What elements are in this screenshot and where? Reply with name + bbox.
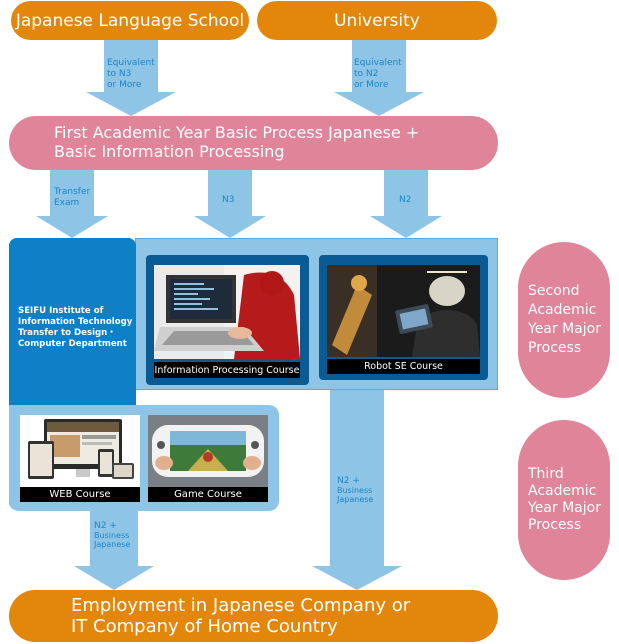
employment-box: Employment in Japanese Company or IT Com… <box>9 590 498 642</box>
arrow-label-line: Business <box>94 531 130 540</box>
university-box: University <box>257 1 497 40</box>
game-photo <box>148 415 268 487</box>
second-year-line: Process <box>528 340 582 356</box>
third-year-line: Third <box>528 466 564 482</box>
second-year-capsule: Second Academic Year Major Process <box>518 242 610 398</box>
arrow-label-line: Business <box>337 486 373 495</box>
third-year-line: Academic <box>528 483 597 499</box>
arrow-label-n2: N2 <box>399 195 412 205</box>
first-year-box: First Academic Year Basic Process Japane… <box>9 116 498 170</box>
third-year-line: Process <box>528 517 582 533</box>
second-year-line: Academic <box>528 302 597 318</box>
info-processing-card: Information Processing Course <box>146 255 309 385</box>
arrow-label-line: Exam <box>54 198 80 208</box>
transfer-text-line: Information Technology <box>18 317 133 327</box>
university-label: University <box>334 10 420 31</box>
employment-line1: Employment in Japanese Company or <box>71 595 411 616</box>
arrow-label-line: Japanese <box>337 495 374 504</box>
robot-se-card: Robot SE Course <box>319 255 488 380</box>
arrow-school-to-first-year <box>86 40 176 116</box>
web-course-label: WEB Course <box>20 487 140 502</box>
arrow-transfer-exam <box>36 170 108 238</box>
game-course-card: Game Course <box>148 415 268 502</box>
transfer-container-upper <box>9 238 136 405</box>
transfer-text-line: Transfer to Design・ <box>18 328 116 338</box>
arrow-label-n3-equivalent: Equivalent to N3 or More <box>107 58 155 91</box>
arrow-label-line: Equivalent <box>354 58 402 68</box>
arrow-label-line: to N3 <box>107 69 132 79</box>
arrow-label-bottom-right: N2 + Business Japanese <box>337 476 374 505</box>
language-school-label: Japanese Language School <box>15 10 245 31</box>
robot-se-label: Robot SE Course <box>327 359 480 374</box>
language-school-box: Japanese Language School <box>11 1 249 40</box>
first-year-line1: First Academic Year Basic Process Japane… <box>54 123 420 142</box>
arrow-label-line: Transfer <box>54 187 91 197</box>
arrow-label-n2-equivalent: Equivalent to N2 or More <box>354 58 402 91</box>
game-course-label: Game Course <box>148 487 268 502</box>
web-photo <box>20 415 140 487</box>
arrow-label-bottom-left: N2 + Business Japanese <box>94 521 131 550</box>
third-year-capsule: Third Academic Year Major Process <box>518 420 610 580</box>
employment-line2: IT Company of Home Country <box>71 616 338 637</box>
arrow-label-n3: N3 <box>222 195 235 205</box>
second-year-line: Year Major <box>528 321 601 337</box>
transfer-text-line: Computer Department <box>18 339 127 349</box>
arrow-label-line: N2 + <box>94 521 117 531</box>
arrow-label-line: Equivalent <box>107 58 155 68</box>
arrow-label-line: N2 + <box>337 476 360 486</box>
first-year-line2: Basic Information Processing <box>54 142 285 161</box>
arrow-robot-to-employment <box>312 390 402 590</box>
arrow-university-to-first-year <box>334 40 424 116</box>
transfer-text-line: SEIFU Institute of <box>18 306 104 316</box>
arrow-label-transfer: Transfer Exam <box>54 187 90 209</box>
second-year-line: Second <box>528 283 580 299</box>
third-year-line: Year Major <box>528 500 601 516</box>
arrow-n3 <box>194 170 266 238</box>
transfer-text: SEIFU Institute of Information Technolog… <box>18 306 136 350</box>
laptop-photo <box>154 265 300 359</box>
arrow-web-game-to-employment <box>74 510 154 590</box>
arrow-label-line: Japanese <box>94 540 131 549</box>
robot-photo <box>327 265 480 357</box>
arrow-n2 <box>370 170 442 238</box>
arrow-label-line: or More <box>354 80 389 90</box>
arrow-label-line: to N2 <box>354 69 379 79</box>
web-course-card: WEB Course <box>20 415 140 502</box>
arrow-label-line: or More <box>107 80 142 90</box>
info-processing-label: Information Processing Course <box>154 362 300 378</box>
